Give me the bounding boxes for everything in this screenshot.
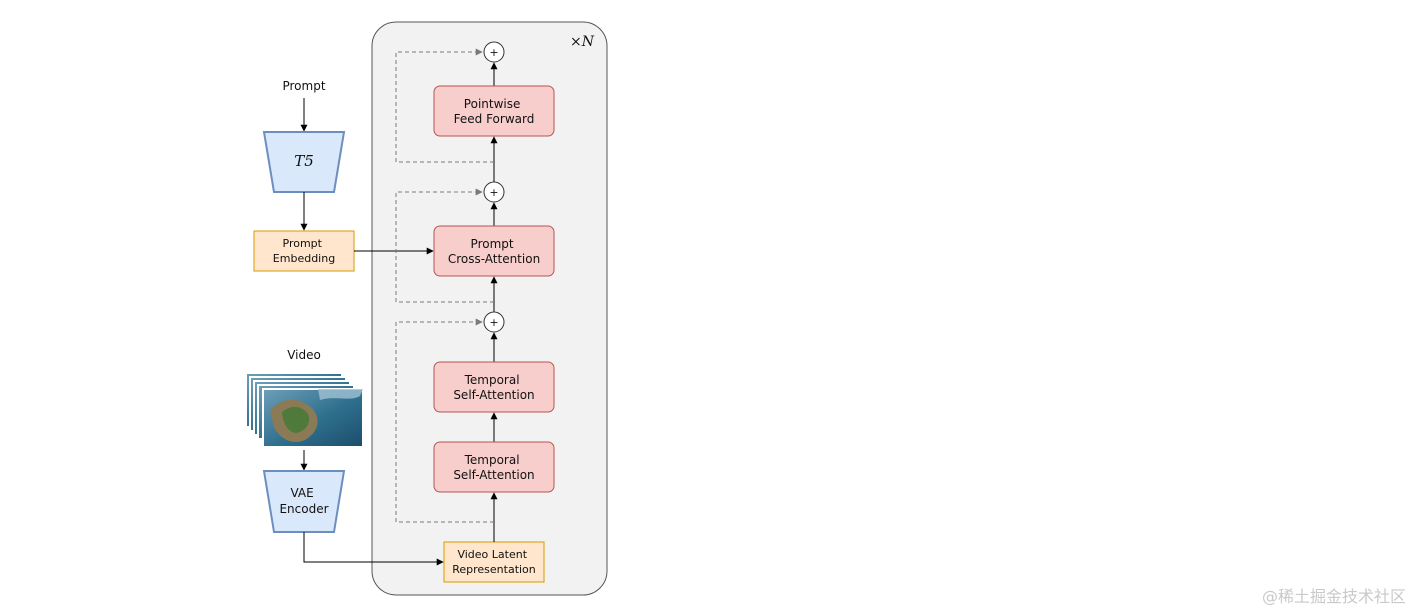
vae-encoder — [262, 470, 346, 533]
residual-sum-node-3: + — [483, 41, 505, 63]
residual-connection-2 — [395, 188, 494, 303]
svg-text:+: + — [489, 316, 498, 329]
prompt-embedding-label: Prompt Embedding — [273, 237, 335, 265]
t5-label: T5 — [294, 152, 314, 170]
layer-prompt-cross-attention: Prompt Cross-Attention — [433, 225, 555, 277]
video-latent-box — [443, 541, 545, 583]
t5-encoder — [262, 131, 346, 193]
svg-text:+: + — [489, 46, 498, 59]
vae-encoder-label: VAE Encoder — [279, 486, 328, 516]
svg-text:Temporal Self-Attention: Temporal Self-Attention — [453, 453, 534, 482]
layer-pointwise-feed-forward: Pointwise Feed Forward — [433, 85, 555, 137]
video-frames-image — [245, 372, 364, 448]
residual-sum-node-2: + — [483, 181, 505, 203]
layer-temporal-self-attention-1: Temporal Self-Attention — [433, 441, 555, 493]
svg-text:Temporal Self-Attention: Temporal Self-Attention — [453, 373, 534, 402]
layer-temporal-self-attention-2: Temporal Self-Attention — [433, 361, 555, 413]
svg-text:Pointwise Feed Forward: Pointwise Feed Forward — [454, 97, 535, 126]
repeat-label: ×N — [570, 34, 595, 50]
svg-text:Prompt Cross-Attention: Prompt Cross-Attention — [448, 237, 540, 266]
watermark: @稀土掘金技术社区 — [1261, 587, 1406, 606]
video-latent-label: Video Latent Representation — [452, 548, 536, 576]
prompt-label: Prompt — [282, 79, 325, 93]
vae-to-latent-arrow — [303, 532, 444, 566]
svg-text:+: + — [489, 186, 498, 199]
residual-connection-1 — [395, 318, 494, 523]
residual-connection-3 — [395, 48, 494, 163]
residual-sum-node-1: + — [483, 311, 505, 333]
video-label: Video — [287, 348, 321, 362]
